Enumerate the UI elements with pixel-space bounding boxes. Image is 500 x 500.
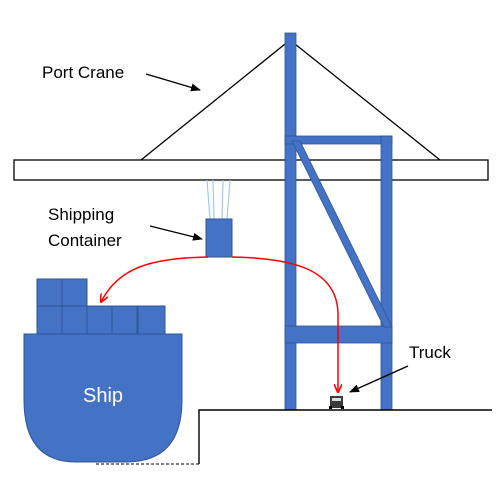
ship-label: Ship xyxy=(83,385,123,407)
shipping-container-label-line1: Shipping xyxy=(48,205,114,224)
dock xyxy=(198,409,492,464)
crane-right-leg xyxy=(380,135,393,411)
truck-label: Truck xyxy=(409,343,451,362)
path-to-ship xyxy=(101,256,209,302)
shipping-container-label-line2: Container xyxy=(48,231,122,250)
ship-cargo-stack xyxy=(36,278,166,335)
lifted-container xyxy=(205,218,233,258)
truck-pointer xyxy=(349,365,409,393)
crane-frame xyxy=(284,32,393,411)
port-crane-pointer xyxy=(145,73,201,92)
shipping-container-pointer xyxy=(149,225,203,241)
truck-icon xyxy=(329,396,344,409)
crane-boom xyxy=(13,159,489,181)
ship-hull xyxy=(23,333,183,463)
crane-diagonal-brace xyxy=(291,140,393,328)
crane-mast xyxy=(284,32,297,411)
port-crane-label: Port Crane xyxy=(42,63,124,82)
crane-rigging xyxy=(140,39,441,161)
lifting-cables xyxy=(206,179,231,220)
path-to-truck xyxy=(231,256,338,392)
